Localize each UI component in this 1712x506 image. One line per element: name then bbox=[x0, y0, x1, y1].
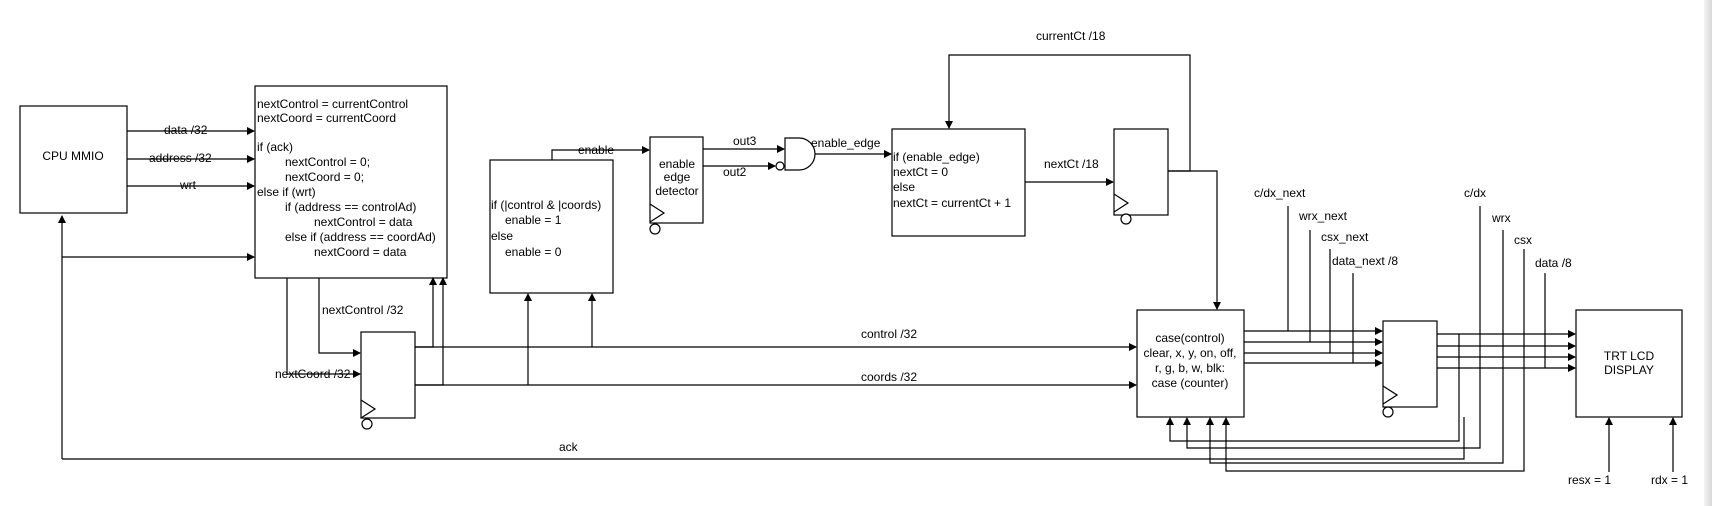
next-control-label: nextControl /32 bbox=[322, 303, 404, 317]
cdx-label: c/dx bbox=[1464, 186, 1486, 200]
control-bus-label: control /32 bbox=[861, 327, 917, 341]
ctl-line: if (address == controlAd) bbox=[285, 200, 416, 214]
counter-line: else bbox=[893, 180, 915, 194]
case-logic-block: case(control) clear, x, y, on, off, r, g… bbox=[1136, 309, 1245, 418]
detector-line: enable bbox=[659, 157, 695, 171]
detector-line: detector bbox=[655, 184, 698, 198]
lcd-line: DISPLAY bbox=[1604, 363, 1654, 377]
coords-bus-label: coords /32 bbox=[861, 370, 917, 384]
next-ct-label: nextCt /18 bbox=[1044, 157, 1099, 171]
out3-label: out3 bbox=[733, 134, 757, 148]
enable-line: enable = 0 bbox=[505, 245, 562, 259]
wires bbox=[58, 54, 1677, 472]
csx-next-label: csx_next bbox=[1321, 230, 1369, 244]
enable-line: else bbox=[491, 229, 513, 243]
enable-line: if (|control & |coords) bbox=[491, 198, 601, 212]
control-logic-block: nextControl = currentControl nextCoord =… bbox=[254, 85, 448, 279]
out2-label: out2 bbox=[723, 165, 747, 179]
ctl-line: if (ack) bbox=[257, 140, 293, 154]
data-label: data /32 bbox=[164, 123, 208, 137]
enable-edge-detector: enable edge detector bbox=[649, 136, 704, 235]
case-line: case(control) bbox=[1155, 331, 1224, 345]
ctl-line: nextCoord = currentCoord bbox=[257, 111, 396, 125]
address-label: address /32 bbox=[149, 151, 212, 165]
lcd-line: TRT LCD bbox=[1604, 349, 1655, 363]
ctl-line: else if (address == coordAd) bbox=[285, 230, 436, 244]
cdx-next-label: c/dx_next bbox=[1254, 186, 1306, 200]
case-line: r, g, b, w, blk: bbox=[1155, 361, 1225, 375]
enable-logic-block: if (|control & |coords) enable = 1 else … bbox=[489, 159, 614, 294]
wrt-label: wrt bbox=[179, 178, 197, 192]
cpu-mmio-block: CPU MMIO bbox=[19, 105, 128, 214]
counter-register bbox=[1113, 128, 1169, 225]
and-gate bbox=[775, 137, 816, 171]
ack-label: ack bbox=[559, 440, 579, 454]
output-register bbox=[1382, 320, 1438, 418]
data8-label: data /8 bbox=[1535, 256, 1572, 270]
rdx-label: rdx = 1 bbox=[1651, 473, 1688, 487]
control-register bbox=[360, 331, 416, 430]
ctl-line: nextControl = currentControl bbox=[257, 97, 408, 111]
counter-line: if (enable_edge) bbox=[893, 150, 980, 164]
case-line: clear, x, y, on, off, bbox=[1144, 346, 1237, 360]
wrx-label: wrx bbox=[1491, 211, 1511, 225]
counter-line: nextCt = 0 bbox=[893, 165, 948, 179]
ctl-line: nextCoord = data bbox=[314, 245, 407, 259]
ctl-line: nextCoord = 0; bbox=[285, 170, 364, 184]
enable-line: enable = 1 bbox=[505, 213, 562, 227]
scroll-edge bbox=[1704, 0, 1712, 506]
next-coord-label: nextCoord /32 bbox=[275, 367, 351, 381]
current-ct-label: currentCt /18 bbox=[1036, 29, 1106, 43]
resx-label: resx = 1 bbox=[1568, 473, 1611, 487]
enable-edge-label: enable_edge bbox=[811, 136, 881, 150]
detector-line: edge bbox=[664, 170, 691, 184]
ctl-line: nextControl = data bbox=[314, 215, 413, 229]
enable-label: enable bbox=[578, 143, 614, 157]
data-next-label: data_next /8 bbox=[1332, 254, 1398, 268]
lcd-display-block: TRT LCD DISPLAY bbox=[1575, 309, 1683, 418]
ctl-line: nextControl = 0; bbox=[285, 155, 370, 169]
csx-label: csx bbox=[1514, 233, 1532, 247]
counter-line: nextCt = currentCt + 1 bbox=[893, 196, 1011, 210]
counter-logic-block: if (enable_edge) nextCt = 0 else nextCt … bbox=[891, 128, 1026, 237]
cpu-mmio-label: CPU MMIO bbox=[42, 149, 103, 163]
ctl-line: else if (wrt) bbox=[257, 185, 316, 199]
case-line: case (counter) bbox=[1152, 376, 1229, 390]
signal-labels: data /32 address /32 wrt nextControl /32… bbox=[149, 29, 1688, 487]
wrx-next-label: wrx_next bbox=[1298, 209, 1348, 223]
